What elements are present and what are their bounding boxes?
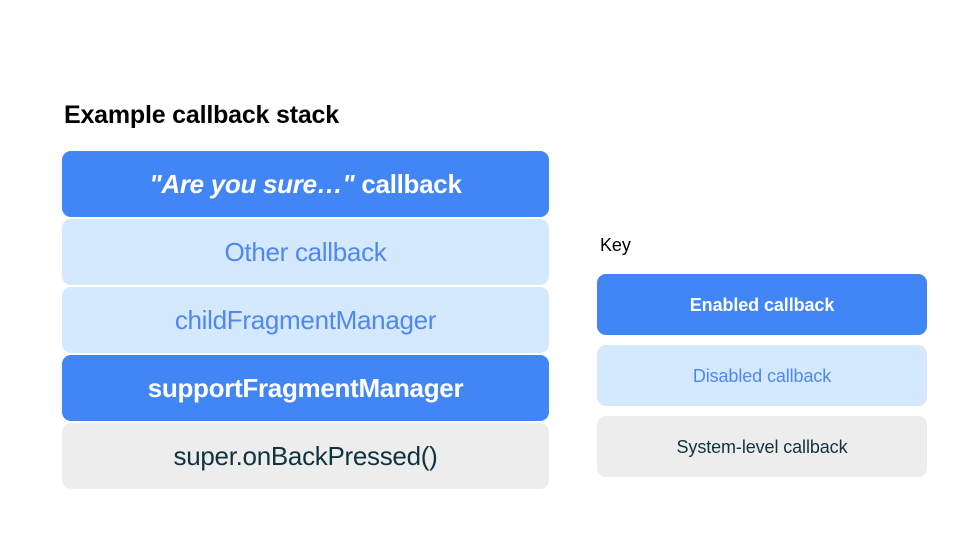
key-legend-list: Enabled callback Disabled callback Syste… [597, 274, 927, 477]
callback-row-super-on-back-pressed[interactable]: super.onBackPressed() [62, 423, 549, 489]
callback-row-label: super.onBackPressed() [173, 441, 438, 471]
key-item-disabled-callback: Disabled callback [597, 345, 927, 406]
callback-row-label-plain: callback [354, 169, 462, 199]
key-item-label: Disabled callback [692, 365, 832, 386]
key-panel: Key Enabled callback Disabled callback S… [597, 234, 927, 477]
key-item-system-level-callback: System-level callback [597, 416, 927, 477]
callback-stack-panel: Example callback stack "Are you sure…" c… [62, 100, 549, 489]
callback-row-are-you-sure[interactable]: "Are you sure…" callback [62, 151, 549, 217]
callback-row-label: "Are you sure…" callback [149, 169, 462, 199]
callback-row-label: childFragmentManager [174, 305, 437, 335]
callback-row-child-fragment-manager[interactable]: childFragmentManager [62, 287, 549, 353]
callback-row-label: Other callback [224, 237, 387, 267]
callback-row-label-quoted: "Are you sure…" [149, 169, 355, 199]
callback-stack-list: "Are you sure…" callback Other callback … [62, 151, 549, 489]
key-item-label: System-level callback [676, 436, 848, 457]
key-item-label: Enabled callback [689, 294, 835, 315]
key-item-enabled-callback: Enabled callback [597, 274, 927, 335]
callback-row-other-callback[interactable]: Other callback [62, 219, 549, 285]
key-title: Key [600, 235, 631, 255]
callback-row-support-fragment-manager[interactable]: supportFragmentManager [62, 355, 549, 421]
stack-title: Example callback stack [64, 101, 339, 129]
callback-row-label: supportFragmentManager [147, 373, 464, 403]
